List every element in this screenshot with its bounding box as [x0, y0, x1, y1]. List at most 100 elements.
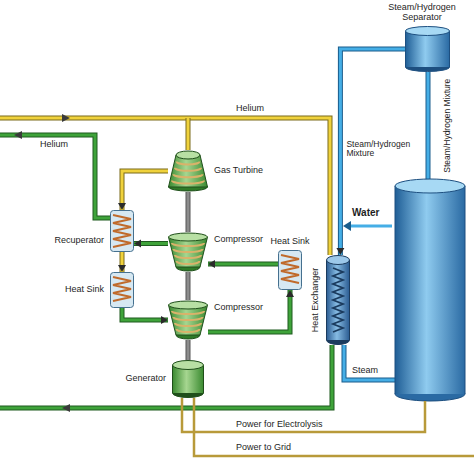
- heat-exchanger-edge: [326, 260, 327, 340]
- pipe-connector: [134, 240, 168, 248]
- component-node: Compressor: [168, 300, 208, 340]
- pipe-line: [208, 263, 278, 266]
- turbine-blade: [174, 174, 203, 177]
- hx-return-outline: [0, 345, 332, 408]
- compressor-blade: [175, 323, 201, 326]
- heat-exchanger-top: [327, 256, 350, 265]
- component-shape: [168, 300, 208, 340]
- arrow-head: [336, 248, 344, 255]
- pipe-line: [187, 340, 190, 360]
- exchanger-coil: [281, 255, 299, 283]
- compressor-blade: [174, 317, 203, 320]
- exchanger-shell: [111, 211, 134, 252]
- component-shape: [110, 272, 134, 308]
- pipe-outline: [186, 192, 191, 232]
- compressor-blade: [177, 261, 200, 264]
- pipe-line: [187, 192, 190, 232]
- component-node: Compressor: [168, 232, 208, 272]
- electrolyser-top: [395, 179, 465, 193]
- compressor-blade: [174, 249, 203, 252]
- diagram-label: Helium: [236, 104, 264, 114]
- helium-return: [0, 135, 110, 218]
- component-label: Gas Turbine: [214, 166, 263, 176]
- helium-pipe: [0, 118, 330, 255]
- heat-exchanger-edge: [349, 260, 350, 340]
- pipe-outline: [208, 290, 290, 332]
- exchanger-shell: [111, 273, 134, 308]
- pipe-outline: [122, 308, 168, 320]
- compressor-blade: [172, 311, 204, 314]
- pipe-outline: [122, 171, 168, 210]
- diagram-label: Helium: [40, 140, 68, 150]
- helium-pipe-outline: [0, 118, 330, 255]
- component-label: Heat Sink: [270, 237, 309, 247]
- heat-exchanger-body: [327, 260, 350, 340]
- turbine-blade: [177, 161, 200, 164]
- diagram-label: Power for Electrolysis: [236, 420, 323, 430]
- helium-return-outline: [0, 135, 110, 218]
- component-label: Generator: [125, 374, 166, 384]
- diagram-label: Steam/Hydrogen Mixture: [443, 79, 452, 173]
- component-label: Steam/Hydrogen Separator: [377, 3, 467, 23]
- pipe-connector: [188, 272, 189, 300]
- turbine-body: [169, 155, 208, 187]
- diagram-label: Water: [352, 207, 379, 218]
- component-label: Heat Exchanger: [311, 268, 321, 333]
- steam-pipe: [344, 345, 395, 380]
- separator-top: [406, 27, 450, 36]
- diagram-label: Power to Grid: [236, 443, 291, 453]
- water-inlet: [350, 225, 392, 228]
- component-label: Heat Sink: [65, 285, 104, 295]
- component-node: Gas Turbine: [168, 150, 208, 192]
- pipe-connector: [208, 290, 294, 332]
- component-shape: [168, 232, 208, 272]
- arrow-head: [161, 316, 168, 324]
- pipe-connector: [188, 340, 189, 360]
- pipe-line: [208, 290, 290, 332]
- generator-top: [173, 361, 204, 370]
- arrow-head: [118, 265, 126, 272]
- turbine-top: [176, 151, 200, 159]
- pipe-line: [121, 252, 124, 272]
- arrow-head: [118, 203, 126, 210]
- generator-edge: [203, 365, 204, 393]
- helium-branch: [187, 118, 190, 150]
- component-shape: [110, 210, 134, 252]
- component-node: Heat Exchanger: [326, 255, 350, 345]
- connector-label: Steam/Hydrogen Mixture: [346, 140, 412, 159]
- pipe-line: [187, 272, 190, 300]
- pipe-outline: [134, 241, 168, 246]
- component-shape: [168, 150, 208, 192]
- pipe-connector: [118, 252, 126, 272]
- pipe-line: [122, 308, 168, 320]
- turbine-blade: [172, 181, 204, 184]
- exchanger-shell: [279, 251, 302, 290]
- pipe-outline: [186, 340, 191, 360]
- separator-edge: [405, 31, 406, 67]
- compressor-top: [169, 233, 208, 241]
- component-shape: [326, 255, 350, 345]
- component-node: Heat Sink: [278, 250, 302, 290]
- hx-inner-coil: [333, 268, 343, 332]
- component-node: Steam/Hydrogen Separator: [405, 26, 450, 72]
- generator-edge: [172, 365, 173, 393]
- electrolyser-base: [395, 387, 465, 401]
- helium-branch-outline: [186, 118, 191, 150]
- component-shape: [172, 360, 204, 398]
- component-node: Recuperator: [110, 210, 134, 252]
- component-shape: [405, 26, 450, 72]
- steam-pipe-outline: [344, 345, 395, 380]
- component-shape: [278, 250, 302, 290]
- exchanger-coil: [113, 277, 131, 301]
- mixture-pipe: [427, 72, 430, 180]
- exchanger-coil: [113, 215, 131, 247]
- compressor-blade: [172, 243, 204, 246]
- electrolyser-edge: [465, 186, 466, 394]
- pipe-connector: [122, 308, 168, 324]
- pipe-connector: [188, 192, 189, 232]
- pipe-outline: [186, 272, 191, 300]
- power-line: [182, 398, 425, 432]
- water-arrow: [343, 221, 351, 231]
